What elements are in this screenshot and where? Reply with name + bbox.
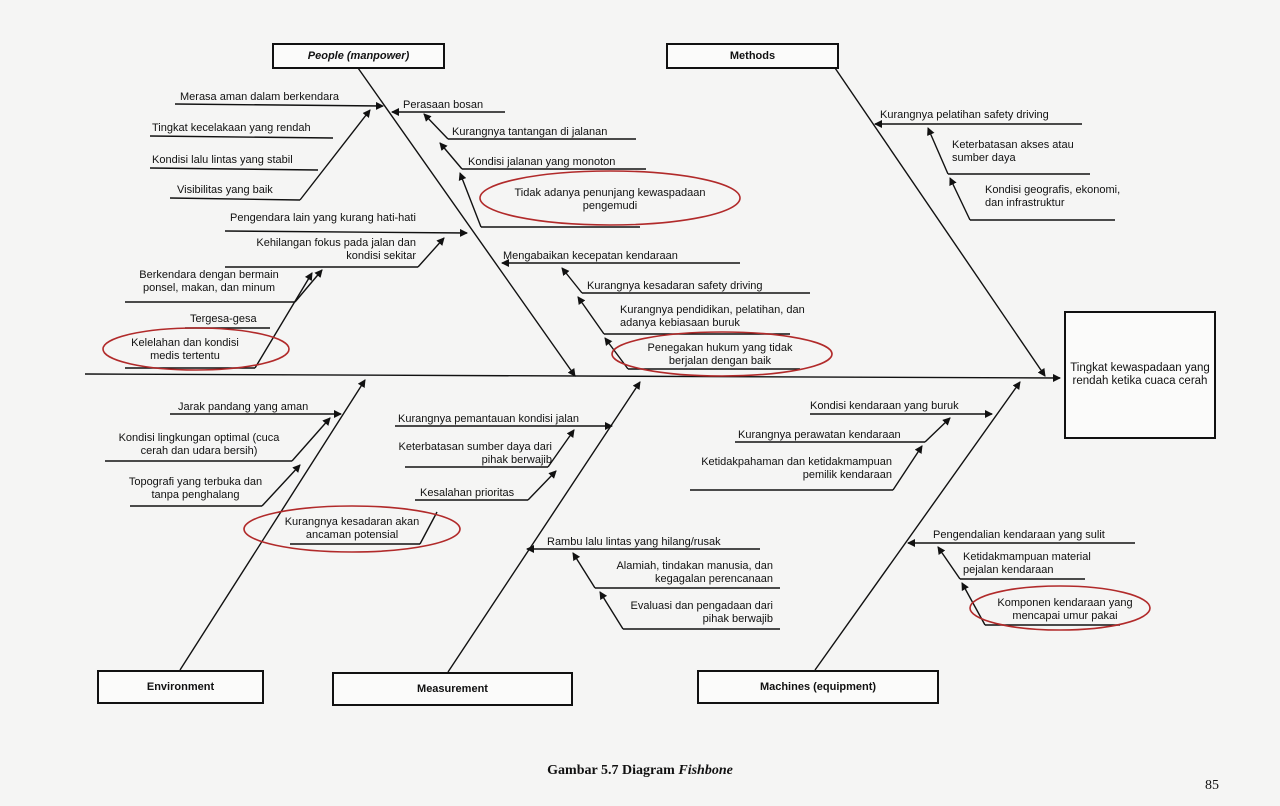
people-cause-17: Penegakan hukum yang tidak berjalan deng…: [647, 342, 793, 367]
bone-people: [357, 67, 576, 377]
people-cause-2: Tingkat kecelakaan yang rendah: [152, 122, 311, 134]
figure-caption: Gambar 5.7 Diagram Fishbone: [0, 763, 1280, 779]
machines-cause-4: Pengendalian kendaraan yang sulit: [933, 529, 1105, 541]
bone-methods: [834, 67, 1046, 377]
machines-cause-2: Kurangnya perawatan kendaraan: [738, 429, 901, 441]
measurement-cause-6: Evaluasi dan pengadaan dari pihak berwaj…: [630, 600, 773, 625]
measurement-cause-3: Kesalahan prioritas: [420, 487, 515, 499]
bone-machines: [814, 381, 1021, 671]
highlight-ellipse-1: [479, 170, 741, 226]
highlight-ellipse-2: [102, 327, 290, 371]
methods-cause-1: Kurangnya pelatihan safety driving: [880, 109, 1049, 121]
people-cause-9: Pengendara lain yang kurang hati-hati: [230, 212, 416, 224]
people-cause-3: Kondisi lalu lintas yang stabil: [152, 154, 293, 166]
measurement-cause-1: Kurangnya pemantauan kondisi jalan: [398, 413, 580, 425]
highlight-ellipse-5: [969, 585, 1151, 631]
category-machines: Machines (equipment): [697, 670, 939, 704]
environment-cause-1: Jarak pandang yang aman: [178, 401, 309, 413]
methods-cause-3: Kondisi geografis, ekonomi, dan infrastr…: [985, 184, 1121, 209]
page-number: 85: [1205, 778, 1219, 793]
people-cause-14: Mengabaikan kecepatan kendaraan: [503, 250, 678, 262]
environment-cause-3: Topografi yang terbuka dan tanpa penghal…: [128, 476, 263, 501]
people-cause-11: Berkendara dengan bermain ponsel, makan,…: [139, 269, 279, 294]
highlight-ellipse-4: [243, 505, 461, 553]
people-cause-12: Tergesa-gesa: [190, 313, 257, 325]
machines-cause-3: Ketidakpahaman dan ketidakmampuan pemili…: [701, 456, 892, 481]
people-cause-5: Perasaan bosan: [403, 99, 484, 111]
people-cause-7: Kondisi jalanan yang monoton: [468, 156, 616, 168]
people-cause-15: Kurangnya kesadaran safety driving: [587, 280, 763, 292]
machines-cause-5: Ketidakmampuan material pejalan kendaraa…: [963, 551, 1091, 576]
machines-cause-1: Kondisi kendaraan yang buruk: [810, 400, 959, 412]
measurement-cause-5: Alamiah, tindakan manusia, dan kegagalan…: [616, 560, 773, 585]
people-cause-16: Kurangnya pendidikan, pelatihan, dan ada…: [620, 304, 805, 329]
category-environment: Environment: [97, 670, 264, 704]
people-cause-13: Kelelahan dan kondisi medis tertentu: [131, 337, 239, 362]
spine: [84, 373, 1061, 382]
category-people: People (manpower): [272, 43, 445, 69]
people-cause-4: Visibilitas yang baik: [177, 184, 273, 196]
machines-cause-6: Komponen kendaraan yang mencapai umur pa…: [997, 597, 1133, 622]
effect-box: Tingkat kewaspadaan yang rendah ketika c…: [1064, 311, 1216, 439]
highlight-ellipse-3: [611, 331, 833, 377]
environment-cause-2: Kondisi lingkungan optimal (cuca cerah d…: [118, 432, 280, 457]
highlight-ellipses: [102, 170, 1151, 631]
category-measurement: Measurement: [332, 672, 573, 706]
people-cause-6: Kurangnya tantangan di jalanan: [452, 126, 608, 138]
environment-cause-4: Kurangnya kesadaran akan ancaman potensi…: [284, 516, 420, 541]
measurement-cause-2: Keterbatasan sumber daya dari pihak berw…: [398, 441, 552, 466]
people-cause-8: Tidak adanya penunjang kewaspadaan penge…: [514, 187, 706, 212]
caption-italic: Fishbone: [678, 763, 733, 778]
measurement-cause-4: Rambu lalu lintas yang hilang/rusak: [547, 536, 721, 548]
bone-environment: [179, 379, 366, 671]
bone-measurement: [447, 381, 641, 673]
people-cause-10: Kehilangan fokus pada jalan dan kondisi …: [256, 237, 416, 262]
methods-cause-2: Keterbatasan akses atau sumber daya: [952, 139, 1074, 164]
category-methods: Methods: [666, 43, 839, 69]
people-cause-1: Merasa aman dalam berkendara: [180, 91, 339, 103]
caption-prefix: Gambar 5.7 Diagram: [547, 763, 675, 778]
